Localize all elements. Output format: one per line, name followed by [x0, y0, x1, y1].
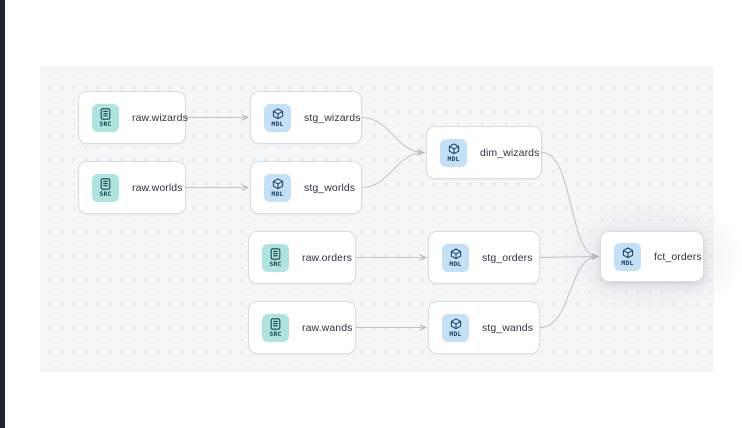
node-label: stg_orders	[482, 251, 533, 264]
node-raw-orders[interactable]: SRC raw.orders	[248, 231, 356, 284]
database-icon	[100, 107, 111, 120]
edge-stg-wands-fct-orders	[539, 257, 598, 329]
src-badge: SRC	[262, 243, 289, 272]
src-badge: SRC	[92, 173, 119, 202]
node-stg-wizards[interactable]: MDL stg_wizards	[250, 91, 362, 144]
node-label: raw.wizards	[132, 111, 188, 124]
edge-stg-wizards-dim-wizards	[361, 116, 424, 153]
edge-dim-wizards-fct-orders	[541, 151, 598, 257]
cube-icon	[272, 107, 283, 119]
mdl-badge: MDL	[442, 243, 469, 272]
database-icon	[270, 247, 281, 260]
node-label: raw.orders	[302, 251, 353, 264]
node-label: raw.wands	[302, 321, 353, 334]
src-badge-tag: SRC	[99, 120, 112, 128]
mdl-badge: MDL	[614, 242, 641, 271]
node-stg-wands[interactable]: MDL stg_wands	[428, 301, 540, 354]
database-icon	[100, 177, 111, 190]
node-dim-wizards[interactable]: MDL dim_wizards	[426, 126, 542, 179]
mdl-badge-tag: MDL	[621, 259, 634, 267]
cube-icon	[622, 246, 633, 258]
src-badge-tag: SRC	[269, 330, 282, 338]
node-raw-wands[interactable]: SRC raw.wands	[248, 301, 356, 354]
node-label: dim_wizards	[480, 146, 540, 159]
cube-icon	[450, 247, 461, 259]
cube-icon	[448, 142, 459, 154]
node-fct-orders[interactable]: MDL fct_orders	[600, 231, 704, 282]
mdl-badge-tag: MDL	[271, 190, 284, 198]
node-label: stg_worlds	[304, 181, 356, 194]
node-label: raw.worlds	[132, 181, 183, 194]
lineage-canvas[interactable]: SRC raw.wizards SRC raw.worlds	[40, 66, 742, 372]
src-badge-tag: SRC	[99, 190, 112, 198]
mdl-badge: MDL	[442, 313, 469, 342]
cube-icon	[450, 317, 461, 329]
mdl-badge-tag: MDL	[449, 330, 462, 338]
mdl-badge-tag: MDL	[447, 155, 460, 163]
mdl-badge: MDL	[440, 138, 467, 167]
src-badge: SRC	[92, 103, 119, 132]
edge-stg-worlds-dim-wizards	[361, 153, 424, 189]
cube-icon	[272, 177, 283, 189]
src-badge: SRC	[262, 313, 289, 342]
mdl-badge-tag: MDL	[271, 120, 284, 128]
node-raw-wizards[interactable]: SRC raw.wizards	[78, 91, 188, 144]
mdl-badge: MDL	[264, 103, 291, 132]
src-badge-tag: SRC	[269, 260, 282, 268]
node-raw-worlds[interactable]: SRC raw.worlds	[78, 161, 186, 214]
node-label: stg_wands	[482, 321, 534, 334]
node-label: stg_wizards	[304, 111, 361, 124]
mdl-badge: MDL	[264, 173, 291, 202]
mdl-badge-tag: MDL	[449, 260, 462, 268]
edge-stg-orders-fct-orders	[539, 257, 598, 258]
database-icon	[270, 317, 281, 330]
node-label: fct_orders	[654, 250, 702, 263]
node-stg-worlds[interactable]: MDL stg_worlds	[250, 161, 362, 214]
node-stg-orders[interactable]: MDL stg_orders	[428, 231, 540, 284]
left-nav-rail	[0, 0, 5, 428]
